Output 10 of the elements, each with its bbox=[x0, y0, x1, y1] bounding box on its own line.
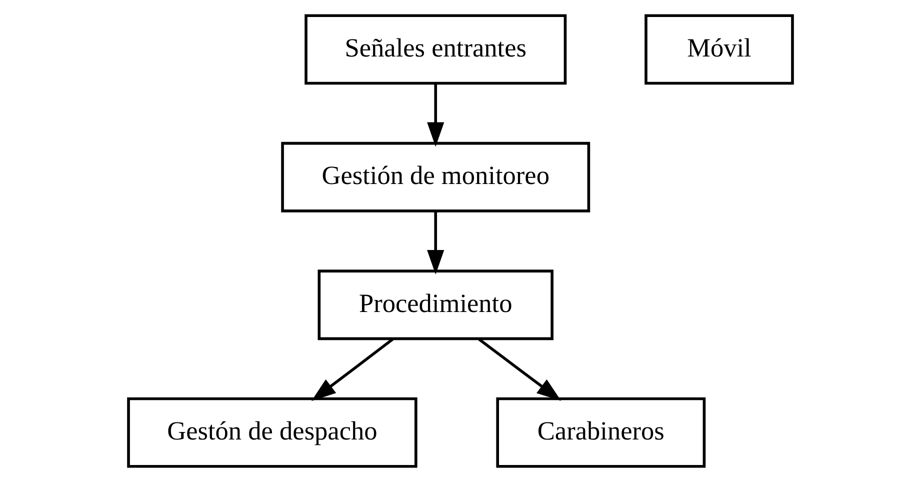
arrow bbox=[426, 84, 444, 147]
node-box: Procedimiento bbox=[317, 270, 553, 340]
node-box: Carabineros bbox=[496, 397, 706, 468]
arrow bbox=[310, 338, 394, 401]
node-box: Señales entrantes bbox=[304, 14, 566, 85]
node-box: Móvil bbox=[644, 14, 794, 85]
arrow bbox=[426, 212, 444, 274]
node-box: Gestión de monitoreo bbox=[280, 142, 590, 212]
node-box: Gestón de despacho bbox=[126, 397, 417, 468]
arrow bbox=[478, 338, 561, 401]
